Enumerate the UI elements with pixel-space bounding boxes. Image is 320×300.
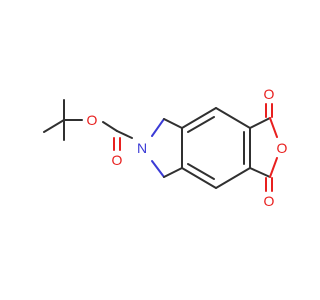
bond-c-top-o-ring — [269, 117, 278, 138]
bond-tbu-methyl-left — [43, 119, 65, 133]
bond-ch2-bottom-ar — [163, 167, 183, 178]
bond-n-ch2-top — [151, 118, 165, 137]
bond-ar-3 — [215, 107, 251, 129]
atom-labels: O N O O O O — [87, 86, 288, 209]
atom-nitrogen: N — [137, 140, 147, 156]
atom-carbonyl-oxygen: O — [112, 152, 123, 168]
bond-ar-2-inner — [187, 116, 215, 133]
bond-ch2-top-ar — [163, 118, 183, 129]
atom-anhydride-oxygen-bottom: O — [264, 193, 275, 209]
bond-ar-6-inner — [187, 163, 215, 180]
bond-ar-2 — [181, 107, 217, 129]
atom-anhydride-oxygen-top: O — [264, 86, 275, 102]
bond-n-ch2-bottom — [151, 160, 165, 178]
bond-o-carbonyl — [102, 121, 118, 132]
atom-anhydride-ring-oxygen: O — [277, 140, 288, 156]
bond-ar-6 — [181, 167, 217, 189]
bond-ar-5 — [215, 167, 251, 189]
bond-carbonyl-n — [116, 130, 133, 139]
bond-ar-c-top — [249, 117, 271, 129]
bond-c-bottom-o-ring — [269, 157, 278, 178]
bond-ar-c-bottom — [249, 167, 271, 178]
chemical-structure: O N O O O O — [43, 86, 288, 209]
atom-ester-oxygen: O — [87, 112, 98, 128]
bonds — [43, 99, 278, 192]
